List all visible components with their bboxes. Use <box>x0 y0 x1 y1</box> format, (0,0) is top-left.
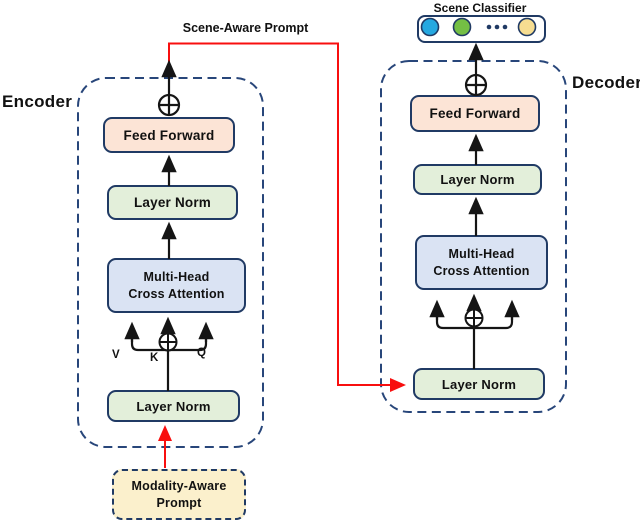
encoder-plus-circle-icon <box>157 93 181 117</box>
decoder-vkq-plus-circle-icon <box>464 308 484 328</box>
modality-prompt-label-line1: Modality-Aware <box>131 479 227 494</box>
encoder-cross-attention-box: Multi-Head Cross Attention <box>107 258 246 313</box>
encoder-attention-label-line1: Multi-Head <box>143 269 210 284</box>
decoder-layer-norm-top-box: Layer Norm <box>413 164 542 195</box>
decoder-attention-label-line2: Cross Attention <box>433 263 530 278</box>
encoder-layer-norm-bottom-label: Layer Norm <box>136 398 211 414</box>
encoder-layer-norm-top-label: Layer Norm <box>133 195 212 210</box>
decoder-layer-norm-bottom-box: Layer Norm <box>413 368 545 400</box>
decoder-feed-forward-label: Feed Forward <box>429 106 521 121</box>
scene-aware-prompt-label: Scene-Aware Prompt <box>182 21 309 35</box>
encoder-feed-forward-label: Feed Forward <box>123 127 215 143</box>
encoder-label: Encoder <box>2 92 73 111</box>
key-label: K <box>150 352 159 364</box>
decoder-cross-attention-box: Multi-Head Cross Attention <box>415 235 548 290</box>
query-label: Q <box>197 347 206 359</box>
value-label: V <box>112 349 120 361</box>
encoder-vkq-bracket <box>130 337 208 352</box>
encoder-attention-label-line2: Cross Attention <box>128 286 225 301</box>
decoder-layer-norm-top-label: Layer Norm <box>440 172 515 187</box>
decoder-feed-forward-box: Feed Forward <box>410 95 540 132</box>
decoder-plus-circle-icon <box>464 73 488 97</box>
decoder-layer-norm-bottom-label: Layer Norm <box>441 376 517 392</box>
encoder-layer-norm-bottom-box: Layer Norm <box>107 390 240 422</box>
encoder-layer-norm-top-box: Layer Norm <box>107 185 238 220</box>
encoder-feed-forward-box: Feed Forward <box>103 117 235 153</box>
decoder-vkq-bracket <box>435 315 514 330</box>
decoder-attention-label-line1: Multi-Head <box>448 246 515 261</box>
decoder-label: Decoder <box>572 73 640 92</box>
modality-prompt-label-line2: Prompt <box>156 495 202 510</box>
scene-classifier-box <box>417 15 546 43</box>
scene-classifier-label: Scene Classifier <box>433 1 527 15</box>
modality-aware-prompt-box: Modality-Aware Prompt <box>112 469 246 520</box>
encoder-vkq-plus-circle-icon <box>158 332 178 352</box>
